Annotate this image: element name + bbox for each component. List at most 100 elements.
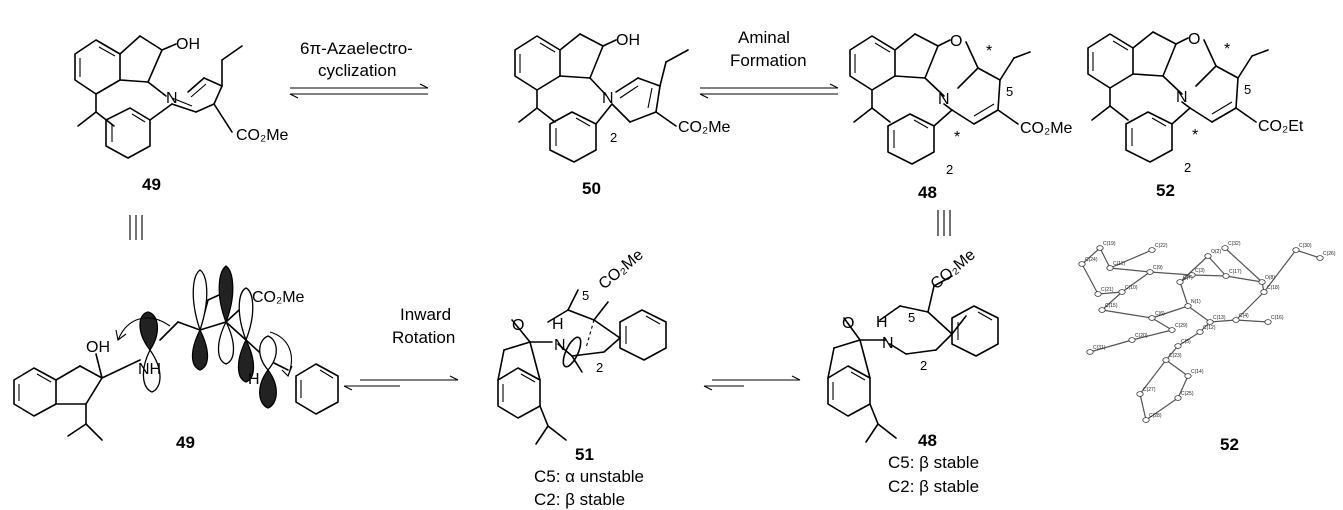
crystal-structure-52: C(19)C(22)C(24)C(11)O(2)C(32)C(30)C(9)C(… [1078, 241, 1336, 423]
crystal-atom-label: C(27) [1143, 387, 1156, 393]
crystal-atom [1260, 289, 1268, 295]
oh-label-49-orbital: OH [86, 339, 110, 356]
crystal-atom-label: C(17) [1229, 269, 1242, 275]
aminal-n-label-51: N [554, 337, 566, 354]
crystal-bond [1209, 319, 1237, 323]
crystal-atom [1258, 279, 1266, 285]
oh-label: OH [176, 36, 200, 53]
crystal-bond [1225, 275, 1263, 283]
identity-marker-48 [937, 210, 951, 236]
crystal-bond [1235, 319, 1269, 323]
crystal-bond [1101, 291, 1123, 311]
locant-5-label-48b: 5 [908, 310, 915, 325]
crystal-atom-label: C(13) [1213, 315, 1226, 321]
crystal-atom [1196, 329, 1204, 335]
crystal-atom-label: C(15) [1105, 303, 1118, 309]
imine-n-label: N [166, 90, 178, 107]
aminal-n-label-52: N [1176, 89, 1188, 106]
crystal-atom-label: C(24) [1085, 257, 1098, 263]
crystal-atom-label: C(30) [1299, 243, 1312, 249]
crystal-atom-label: C(20) [1135, 333, 1148, 339]
identity-marker-49 [129, 215, 143, 240]
crystal-atom-label: C(29) [1175, 323, 1188, 329]
ester-label-52: CO₂Et [1258, 118, 1304, 135]
ester-label-51: CO₂Me [596, 246, 647, 293]
crystal-bond [1165, 359, 1189, 377]
ring-n-label-50: N [602, 90, 614, 107]
compound-49-orbital-structure [13, 265, 339, 441]
crystal-atom-label: C(6) [1155, 311, 1165, 317]
locant-2-label-51: 2 [596, 360, 603, 375]
locant-2-label-48b: 2 [920, 358, 927, 373]
compound-number-49-bottom: 49 [176, 433, 195, 452]
crystal-bond [1263, 249, 1297, 293]
crystal-atom-label: C(5) [1181, 339, 1191, 345]
crystal-atom-label: C(31) [1093, 345, 1106, 351]
crystal-atom-label: C(32) [1228, 241, 1241, 247]
compound-number-50: 50 [582, 179, 601, 198]
crystal-bond [1177, 331, 1201, 347]
crystal-bond [1207, 255, 1227, 277]
crystal-bond [1179, 281, 1189, 307]
compound-number-52-crystal: 52 [1220, 435, 1239, 454]
crystal-atom [1184, 373, 1192, 379]
ester-label-48: CO₂Me [1020, 120, 1073, 137]
locant-2-label-52: 2 [1184, 160, 1191, 175]
crystal-bond [1149, 271, 1193, 276]
crystal-bond [1097, 291, 1123, 295]
stereocenter-star-c2-52: * [1192, 127, 1198, 144]
crystal-atom-label: C(28) [1149, 413, 1162, 419]
crystal-atom-label: C(14) [1191, 369, 1204, 375]
crystal-atom [1106, 265, 1114, 271]
crystal-bonds [1081, 247, 1321, 421]
crystal-atom-label: O(2) [1211, 249, 1221, 255]
crystal-bond [1191, 274, 1227, 277]
locant-2-label-50: 2 [610, 130, 617, 145]
arrow-label-rotation: Rotation [392, 328, 455, 347]
note-48-c2: C2: β stable [888, 477, 979, 496]
arrow-label-aminal: Aminal [738, 28, 790, 47]
arrow-label-inward: Inward [400, 305, 451, 324]
crystal-atom-label: C(12) [1203, 325, 1216, 331]
crystal-bond [1121, 271, 1151, 293]
crystal-bond [1099, 247, 1111, 269]
crystal-atom [1174, 395, 1182, 401]
crystal-atom [1184, 303, 1192, 309]
arrow-label-formation: Formation [730, 51, 807, 70]
aminal-h-label-51: H [552, 316, 564, 333]
stereocenter-star-c5-52: * [1224, 41, 1230, 58]
crystal-atom [1176, 279, 1184, 285]
compound-number-52-top: 52 [1156, 181, 1175, 200]
stereocenter-star-c5-48: * [986, 43, 992, 60]
crystal-atom-label: N(1) [1191, 299, 1201, 305]
crystal-atom [1222, 273, 1230, 279]
compound-52-top-structure [1087, 31, 1269, 163]
crystal-bond [1139, 359, 1167, 395]
aminal-h-label-48b: H [876, 314, 888, 331]
arrow-label-cyclization: cyclization [318, 61, 396, 80]
aminal-n-label-48b: N [882, 335, 894, 352]
crystal-atom [1096, 245, 1104, 251]
crystal-bond [1139, 393, 1147, 421]
crystal-bond [1151, 305, 1189, 319]
compound-51-structure [497, 289, 667, 445]
oxazolidine-o-label-48: O [950, 33, 962, 50]
locant-2-label-48: 2 [946, 162, 953, 177]
crystal-atom-label: C(11) [1113, 261, 1125, 267]
compound-50-structure [514, 33, 689, 163]
crystal-atom [1221, 245, 1229, 251]
crystal-atom [1232, 317, 1240, 323]
crystal-bond [1109, 249, 1153, 269]
crystal-atom [1206, 319, 1214, 325]
oxazolidine-o-label-52: O [1188, 31, 1200, 48]
crystal-atom [1128, 337, 1136, 343]
crystal-atom-label: C(23) [1169, 353, 1182, 359]
crystal-atom-label: C(7) [1183, 275, 1193, 281]
crystal-atom [1168, 327, 1176, 333]
crystal-bond [1177, 375, 1189, 399]
ester-label-48b: CO₂Me [928, 246, 979, 293]
crystal-atom-label: O(8) [1265, 275, 1275, 281]
crystal-bond [1145, 397, 1179, 421]
crystal-atom-label: C(9) [1153, 265, 1163, 271]
